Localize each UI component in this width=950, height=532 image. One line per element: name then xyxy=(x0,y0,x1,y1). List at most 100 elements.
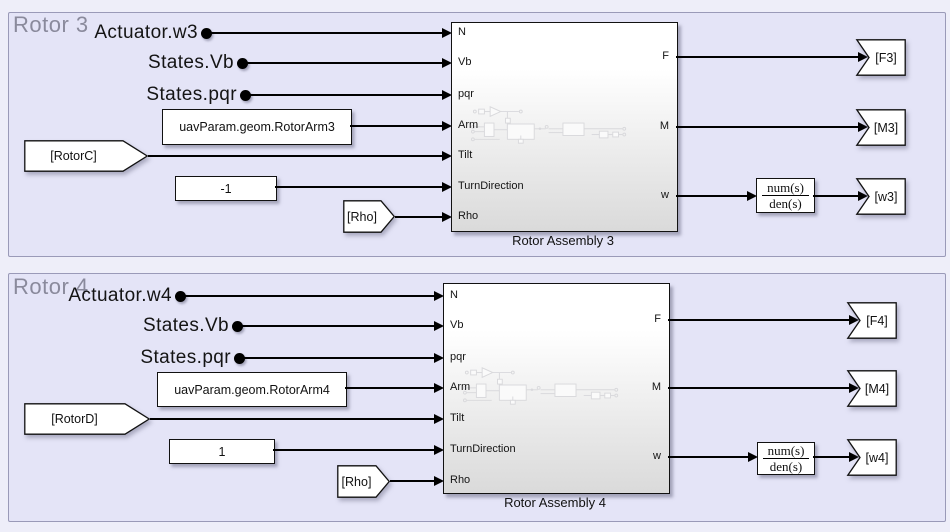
wire-arrowhead xyxy=(858,122,868,132)
transfer-fcn-block[interactable]: num(s)den(s) xyxy=(757,442,815,475)
wire-arrowhead xyxy=(849,452,859,462)
goto-tag-shape xyxy=(855,109,906,146)
wire-arrowhead xyxy=(434,291,444,301)
input-port-label: pqr xyxy=(458,88,474,100)
wire-arrowhead xyxy=(434,476,444,486)
param-constant-block[interactable]: uavParam.geom.RotorArm3 xyxy=(162,109,352,145)
signal-wire[interactable] xyxy=(350,125,442,127)
from-tag-rho-label: [Rho] xyxy=(347,209,377,224)
output-wire[interactable] xyxy=(668,456,749,458)
from-tag-rotor-shape xyxy=(24,140,149,172)
wire-arrowhead xyxy=(434,414,444,424)
signal-wire[interactable] xyxy=(275,186,442,188)
wire-arrowhead xyxy=(442,151,452,161)
goto-tag-label: [F3] xyxy=(875,50,897,65)
wire-arrowhead xyxy=(442,28,452,38)
signal-wire[interactable] xyxy=(180,295,434,297)
wire-arrowhead xyxy=(442,90,452,100)
subsystem-caption: Rotor Assembly 4 xyxy=(504,495,606,510)
input-port-label: TurnDirection xyxy=(458,180,524,192)
transfer-fcn-denominator: den(s) xyxy=(769,196,802,211)
wire-arrowhead xyxy=(434,321,444,331)
wire-arrowhead xyxy=(849,315,859,325)
input-port-label: Tilt xyxy=(450,412,465,424)
wire-arrowhead xyxy=(747,191,757,201)
input-port-label: TurnDirection xyxy=(450,443,516,455)
goto-tag-label: [F4] xyxy=(866,313,888,328)
transfer-fcn-denominator: den(s) xyxy=(769,459,803,474)
signal-wire[interactable] xyxy=(242,62,442,64)
goto-tag[interactable]: [F4] xyxy=(846,302,897,339)
goto-tag[interactable]: [M3] xyxy=(855,109,906,146)
wire-arrowhead xyxy=(434,353,444,363)
goto-tag[interactable]: [F3] xyxy=(855,39,906,76)
signal-label[interactable]: States.Vb xyxy=(148,52,234,73)
goto-tag[interactable]: [w4] xyxy=(846,439,897,476)
from-tag-rotor-shape xyxy=(24,403,151,435)
goto-tag-shape xyxy=(846,370,897,407)
goto-tag[interactable]: [w3] xyxy=(855,178,906,215)
signal-wire[interactable] xyxy=(148,155,442,157)
input-port-label: pqr xyxy=(450,351,466,363)
input-port-label: Vb xyxy=(458,56,472,68)
from-tag-rho[interactable]: [Rho] xyxy=(343,200,396,233)
signal-wire[interactable] xyxy=(395,216,442,218)
area-label-rotor-4: Rotor 4 xyxy=(13,274,89,299)
signal-label[interactable]: States.pqr xyxy=(146,84,237,105)
input-port-label: Rho xyxy=(450,474,471,486)
input-port-label: Tilt xyxy=(458,149,473,161)
output-wire[interactable] xyxy=(813,456,850,458)
output-port-label: w xyxy=(661,189,669,201)
signal-wire[interactable] xyxy=(245,94,442,96)
goto-tag-shape xyxy=(846,439,897,476)
signal-label[interactable]: Actuator.w4 xyxy=(68,285,172,306)
from-tag-rotor-label: [RotorC] xyxy=(50,149,97,163)
input-port-label: Arm xyxy=(458,119,479,131)
signal-label[interactable]: States.Vb xyxy=(143,315,229,336)
transfer-fcn-block[interactable]: num(s)den(s) xyxy=(756,178,815,213)
output-port-label: M xyxy=(659,120,669,132)
output-wire[interactable] xyxy=(668,387,850,389)
output-wire[interactable] xyxy=(813,195,859,197)
input-port-label: Arm xyxy=(450,381,471,393)
from-tag-rho-shape xyxy=(337,465,391,498)
wire-arrowhead xyxy=(858,191,868,201)
signal-wire[interactable] xyxy=(345,387,434,389)
output-wire[interactable] xyxy=(668,319,850,321)
wire-arrowhead xyxy=(442,58,452,68)
wire-arrowhead xyxy=(442,182,452,192)
signal-wire[interactable] xyxy=(239,357,434,359)
turn-direction-constant-block[interactable]: 1 xyxy=(169,439,275,464)
output-wire[interactable] xyxy=(676,195,748,197)
signal-wire[interactable] xyxy=(150,418,434,420)
from-tag-rho-shape xyxy=(343,200,396,233)
signal-label[interactable]: Actuator.w3 xyxy=(94,22,198,43)
output-wire[interactable] xyxy=(676,126,859,128)
signal-wire[interactable] xyxy=(390,480,434,482)
signal-wire[interactable] xyxy=(237,325,434,327)
wire-arrowhead xyxy=(858,52,868,62)
wire-arrowhead xyxy=(442,121,452,131)
input-port-label: Vb xyxy=(450,319,464,331)
signal-label[interactable]: States.pqr xyxy=(140,347,231,368)
turn-direction-constant-block[interactable]: -1 xyxy=(175,176,277,201)
from-tag-rho[interactable]: [Rho] xyxy=(337,465,391,498)
from-tag-rotor[interactable]: [RotorC] xyxy=(24,140,149,172)
signal-wire[interactable] xyxy=(273,449,434,451)
area-label-rotor-3: Rotor 3 xyxy=(13,12,89,37)
signal-wire[interactable] xyxy=(206,32,442,34)
transfer-fcn-numerator: num(s) xyxy=(762,180,809,196)
wire-arrowhead xyxy=(434,383,444,393)
goto-tag-shape xyxy=(846,302,897,339)
wire-arrowhead xyxy=(442,212,452,222)
subsystem-caption: Rotor Assembly 3 xyxy=(512,233,614,248)
param-constant-block[interactable]: uavParam.geom.RotorArm4 xyxy=(157,372,347,407)
from-tag-rotor-label: [RotorD] xyxy=(51,412,98,426)
goto-tag[interactable]: [M4] xyxy=(846,370,897,407)
input-port-label: Rho xyxy=(458,210,479,222)
wire-arrowhead xyxy=(748,452,758,462)
from-tag-rotor[interactable]: [RotorD] xyxy=(24,403,151,435)
output-wire[interactable] xyxy=(676,56,859,58)
goto-tag-label: [w4] xyxy=(865,450,889,465)
